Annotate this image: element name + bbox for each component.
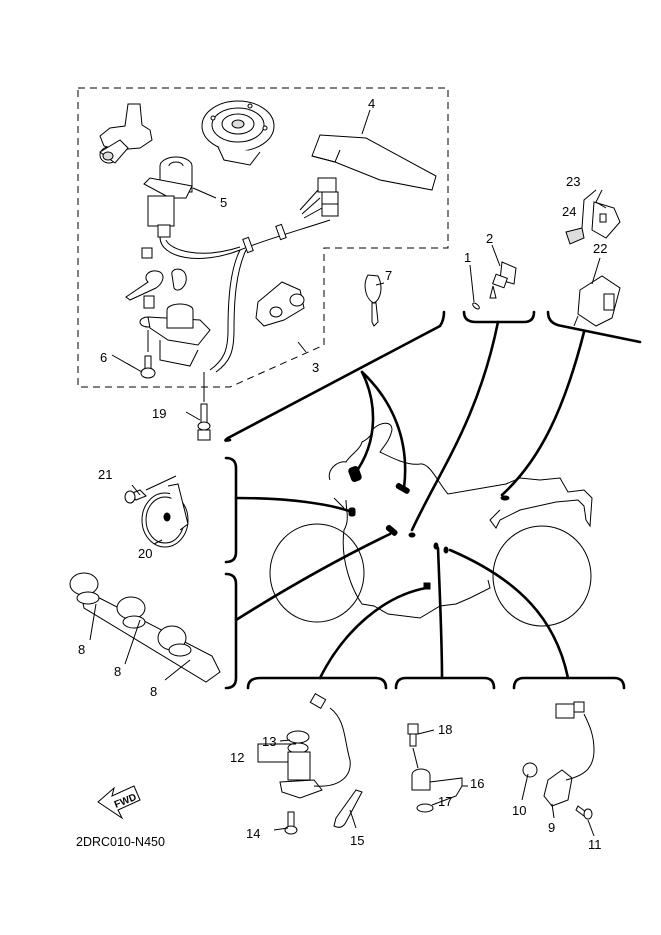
- marker-crank-a: [433, 542, 439, 550]
- horn-part: [141, 483, 189, 548]
- bolt-18-part: [407, 723, 419, 747]
- steering-lock-part: [99, 103, 153, 164]
- fuel-pump-part: [279, 692, 351, 799]
- bolt-21-part: [124, 489, 147, 504]
- main-switch-part: [143, 156, 193, 238]
- washer-1-part: [472, 302, 480, 310]
- bolt-6-part: [140, 355, 156, 379]
- callout-3: 3: [312, 360, 319, 375]
- callout-22: 22: [593, 241, 607, 256]
- callout-9: 9: [548, 820, 555, 835]
- marker-lock: [348, 466, 362, 482]
- crank-sensor-bracket: [394, 676, 496, 690]
- callout-23: 23: [566, 174, 580, 189]
- marker-crank-b: [443, 546, 449, 554]
- callout-20: 20: [138, 546, 152, 561]
- o-ring-10-part: [522, 762, 538, 778]
- marker-relay: [500, 495, 510, 501]
- callout-19: 19: [152, 406, 166, 421]
- leader-lines: [89, 109, 607, 837]
- callout-8c: 8: [150, 684, 157, 699]
- sensor-16-part: [411, 768, 431, 791]
- key-7-part: [364, 274, 382, 327]
- switch-connector: [299, 177, 339, 219]
- sensor-bracket: [462, 310, 536, 324]
- callout-5: 5: [220, 195, 227, 210]
- ignition-switch-body: [125, 247, 211, 367]
- callout-8b: 8: [114, 664, 121, 679]
- marker-sensor: [408, 532, 416, 538]
- callout-15: 15: [350, 833, 364, 848]
- relay-23-part: [591, 201, 621, 239]
- marker-horn: [348, 507, 356, 517]
- callout-labels: 4 5 6 3 7 1 2 23 24 22 19 21 20 8 8 8 13…: [78, 96, 607, 852]
- relay-bracket: [546, 310, 642, 344]
- coil-bracket: [224, 572, 238, 690]
- callout-14: 14: [246, 826, 260, 841]
- marker-pump: [423, 582, 431, 590]
- horn-bracket: [224, 456, 238, 564]
- callout-12: 12: [230, 750, 244, 765]
- o-ring-13-part: [286, 730, 310, 744]
- callout-11: 11: [588, 837, 602, 852]
- lock-set-dashed-boundary: [77, 87, 449, 388]
- fuse-24-part: [565, 227, 585, 245]
- callout-4: 4: [368, 96, 375, 111]
- callout-17: 17: [438, 794, 452, 809]
- fuel-cap-lock-part: [201, 100, 275, 166]
- callout-13: 13: [262, 734, 276, 749]
- callout-16: 16: [470, 776, 484, 791]
- speed-sensor-part: [543, 701, 595, 807]
- fuel-pump-bracket: [246, 676, 388, 690]
- marker-switch: [395, 483, 410, 494]
- callout-6: 6: [100, 350, 107, 365]
- diagram-code: 2DRC010-N450: [76, 835, 165, 849]
- sensor-2-part: [489, 261, 517, 299]
- callout-7: 7: [385, 268, 392, 283]
- callout-2: 2: [486, 231, 493, 246]
- speed-sensor-bracket: [512, 676, 626, 690]
- lockset-bracket: [224, 310, 446, 442]
- callout-18: 18: [438, 722, 452, 737]
- screw-14-part: [284, 811, 298, 835]
- bolt-11-part: [575, 805, 593, 820]
- bracket-15-part: [333, 789, 363, 828]
- forward-arrow-icon: FWD: [97, 785, 141, 820]
- relay-22-part: [573, 275, 621, 327]
- marker-coil: [385, 524, 398, 536]
- ignition-coil-set: [69, 572, 221, 683]
- motorcycle-outline: [269, 422, 593, 627]
- rubber-pad-part: [311, 134, 437, 191]
- callout-10: 10: [512, 803, 526, 818]
- bolt-19-part: [197, 403, 211, 441]
- o-ring-17-part: [416, 803, 434, 813]
- callout-24: 24: [562, 204, 576, 219]
- callout-8a: 8: [78, 642, 85, 657]
- seat-lock-cylinder: [255, 281, 305, 327]
- callout-1: 1: [464, 250, 471, 265]
- callout-21: 21: [98, 467, 112, 482]
